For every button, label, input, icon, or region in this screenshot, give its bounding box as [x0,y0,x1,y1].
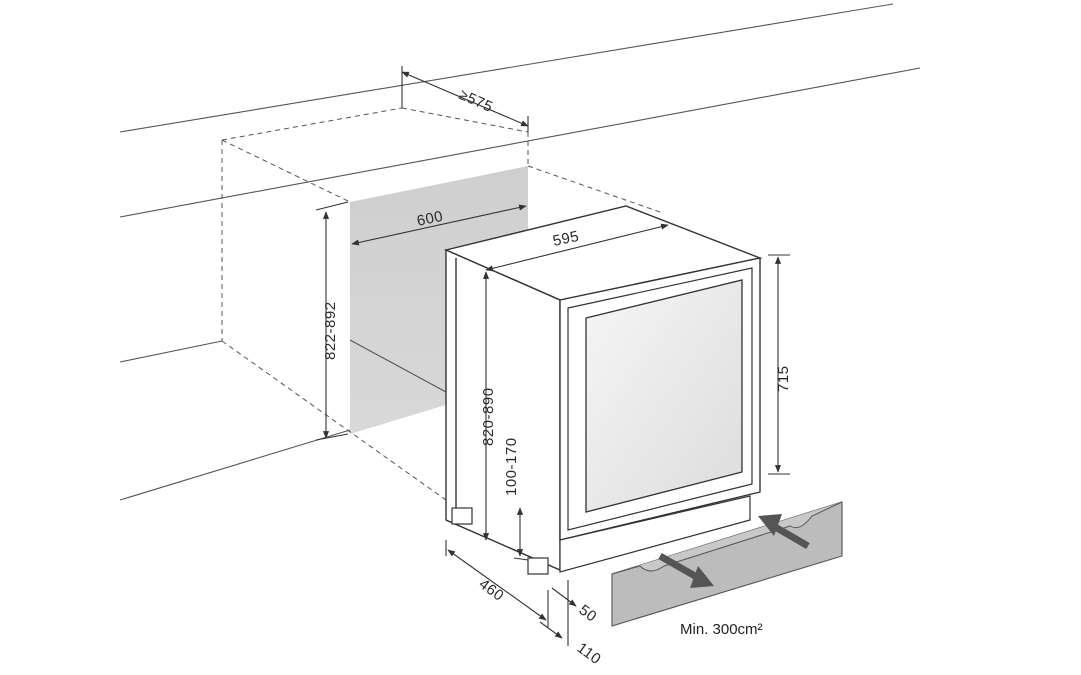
label-door-height: 715 [775,365,792,392]
label-niche-width: 600 [415,208,444,230]
foot-left [451,507,473,525]
airflow-in-arrow [758,514,810,550]
plinth [559,495,751,573]
label-niche-height: 822-892 [322,301,339,360]
countertop [119,3,921,501]
dimension-lines [315,66,790,646]
label-foot-depth: 460 [476,575,507,604]
label-unit-width: 595 [551,228,580,250]
label-plinth-offset-2: 110 [574,639,605,668]
ventilation-grille [611,501,843,627]
foot-right [527,557,549,575]
label-plinth-height: 100-170 [503,437,520,496]
glass-door [585,279,743,513]
ventilation-note: Min. 300cm² [680,621,763,638]
label-plinth-offset-1: 50 [576,601,600,625]
airflow-out-arrow [658,552,714,588]
label-unit-height: 820-890 [480,387,497,446]
label-depth-min: ≥575 [456,86,495,116]
